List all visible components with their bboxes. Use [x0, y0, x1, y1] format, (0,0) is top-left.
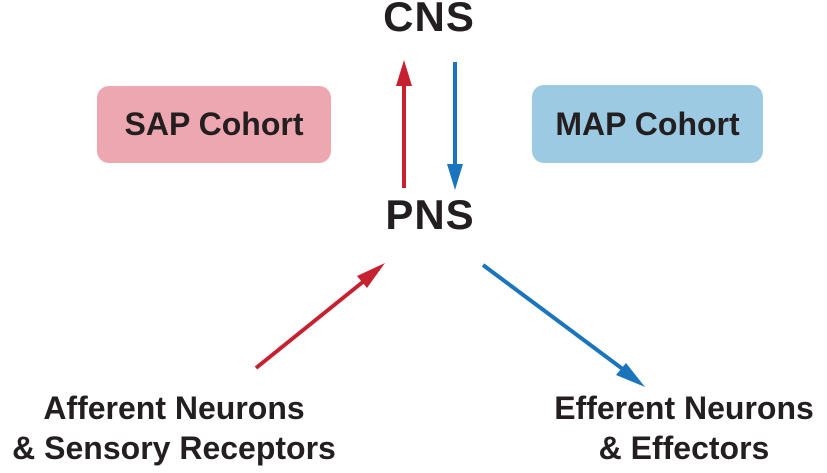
arrow-pns-to-efferent-icon: [481, 263, 645, 387]
efferent-label-line1: Efferent Neurons: [554, 390, 814, 426]
sap-cohort-box: SAP Cohort: [97, 86, 331, 163]
pns-label: PNS: [385, 191, 475, 238]
arrow-afferent-to-pns-icon: [254, 263, 385, 370]
arrow-cns-to-pns-icon: [447, 62, 463, 190]
sap-cohort-label: SAP Cohort: [124, 106, 304, 142]
map-cohort-label: MAP Cohort: [555, 105, 740, 142]
efferent-label-line2: & Effectors: [598, 430, 770, 466]
efferent-label: Efferent Neurons & Effectors: [504, 388, 827, 468]
map-cohort-box: MAP Cohort: [532, 85, 763, 163]
afferent-label-line1: Afferent Neurons: [43, 390, 305, 426]
afferent-label-line2: & Sensory Receptors: [12, 430, 336, 466]
arrow-pns-to-cns-icon: [396, 60, 412, 188]
afferent-label: Afferent Neurons & Sensory Receptors: [0, 388, 354, 468]
cns-label: CNS: [383, 0, 475, 40]
